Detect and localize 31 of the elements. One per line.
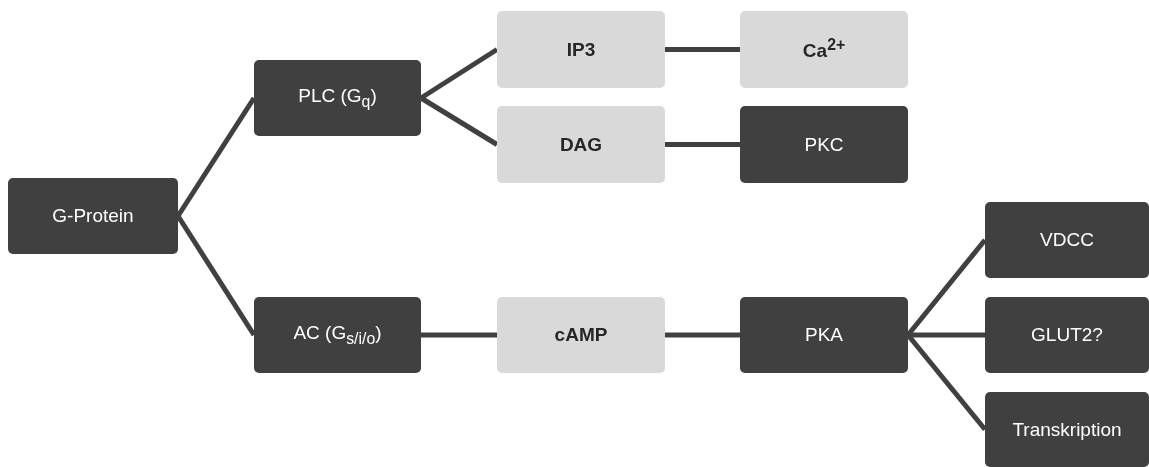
intermediate-box: [497, 11, 665, 88]
box-label: DAG: [559, 133, 603, 156]
connector-line: [665, 47, 740, 52]
box-label: PLC (G$_{q}$): [298, 85, 377, 111]
connector-line: [665, 142, 740, 147]
process-box: [740, 297, 908, 373]
intermediate-box: [497, 297, 665, 373]
process-box: [985, 202, 1149, 278]
process-box: [254, 60, 421, 136]
box-label: PKC: [804, 133, 844, 156]
box-label: Transkription: [1012, 418, 1122, 441]
box-label: IP3: [566, 38, 596, 61]
process-box: [740, 106, 908, 183]
connector-line: [419, 47, 499, 101]
intermediate-box: [497, 106, 665, 183]
connector-line: [419, 95, 499, 147]
box-label: GLUT2?: [1031, 324, 1103, 346]
box-label: VDCC: [1040, 229, 1094, 251]
box-label: cAMP: [554, 324, 608, 346]
box-label: G-Protein: [52, 205, 134, 227]
box-label: AC (G$_{s/i/o}$): [293, 322, 382, 348]
process-box: [254, 297, 421, 373]
process-box: [985, 392, 1149, 467]
intermediate-box: [740, 11, 908, 88]
process-box: [8, 178, 178, 254]
process-box: [985, 297, 1149, 373]
connector-line: [665, 332, 740, 338]
box-label: PKA: [805, 324, 843, 346]
connector-line: [908, 332, 985, 338]
connector-line: [421, 332, 497, 338]
box-label: Ca$^{2+}$: [802, 36, 846, 63]
